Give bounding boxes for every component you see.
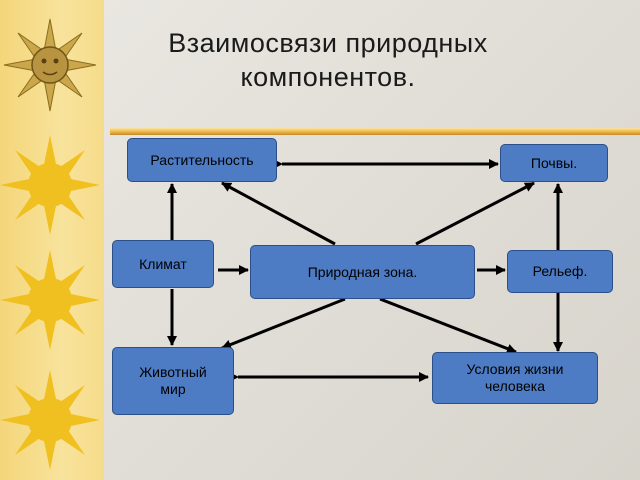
title-divider (110, 128, 640, 135)
sun-icon (0, 370, 100, 470)
arrow-zone-vegetation (221, 181, 336, 246)
node-label: Рельеф. (532, 263, 588, 279)
arrow-zone-soils (415, 181, 535, 246)
sun-decorations (0, 18, 100, 470)
node-label: Почвы. (530, 154, 578, 171)
arrow-zone-animals (221, 297, 346, 350)
decorative-left-strip (0, 0, 104, 480)
node-soils: Почвы. (500, 144, 608, 182)
node-vegetation: Растительность (127, 138, 277, 182)
sun-icon (3, 18, 97, 112)
node-animals: Животный мир (112, 347, 234, 415)
page-title: Взаимосвязи природных компонентов. (118, 26, 538, 94)
node-natural-zone: Природная зона. (250, 245, 475, 299)
title-line-2: компонентов. (240, 62, 416, 92)
node-relief: Рельеф. (507, 250, 613, 293)
node-label: Климат (139, 255, 187, 272)
node-living-conditions: Условия жизни человека (432, 352, 598, 404)
node-label: Условия жизни человека (466, 361, 564, 394)
sun-icon (0, 135, 100, 235)
node-label: Животный мир (139, 364, 207, 397)
title-line-1: Взаимосвязи природных (168, 28, 488, 58)
node-label: Растительность (150, 151, 254, 168)
arrow-zone-conditions (379, 297, 517, 354)
sun-icon (0, 250, 100, 350)
node-label: Природная зона. (307, 263, 418, 280)
node-climate: Климат (112, 240, 214, 288)
